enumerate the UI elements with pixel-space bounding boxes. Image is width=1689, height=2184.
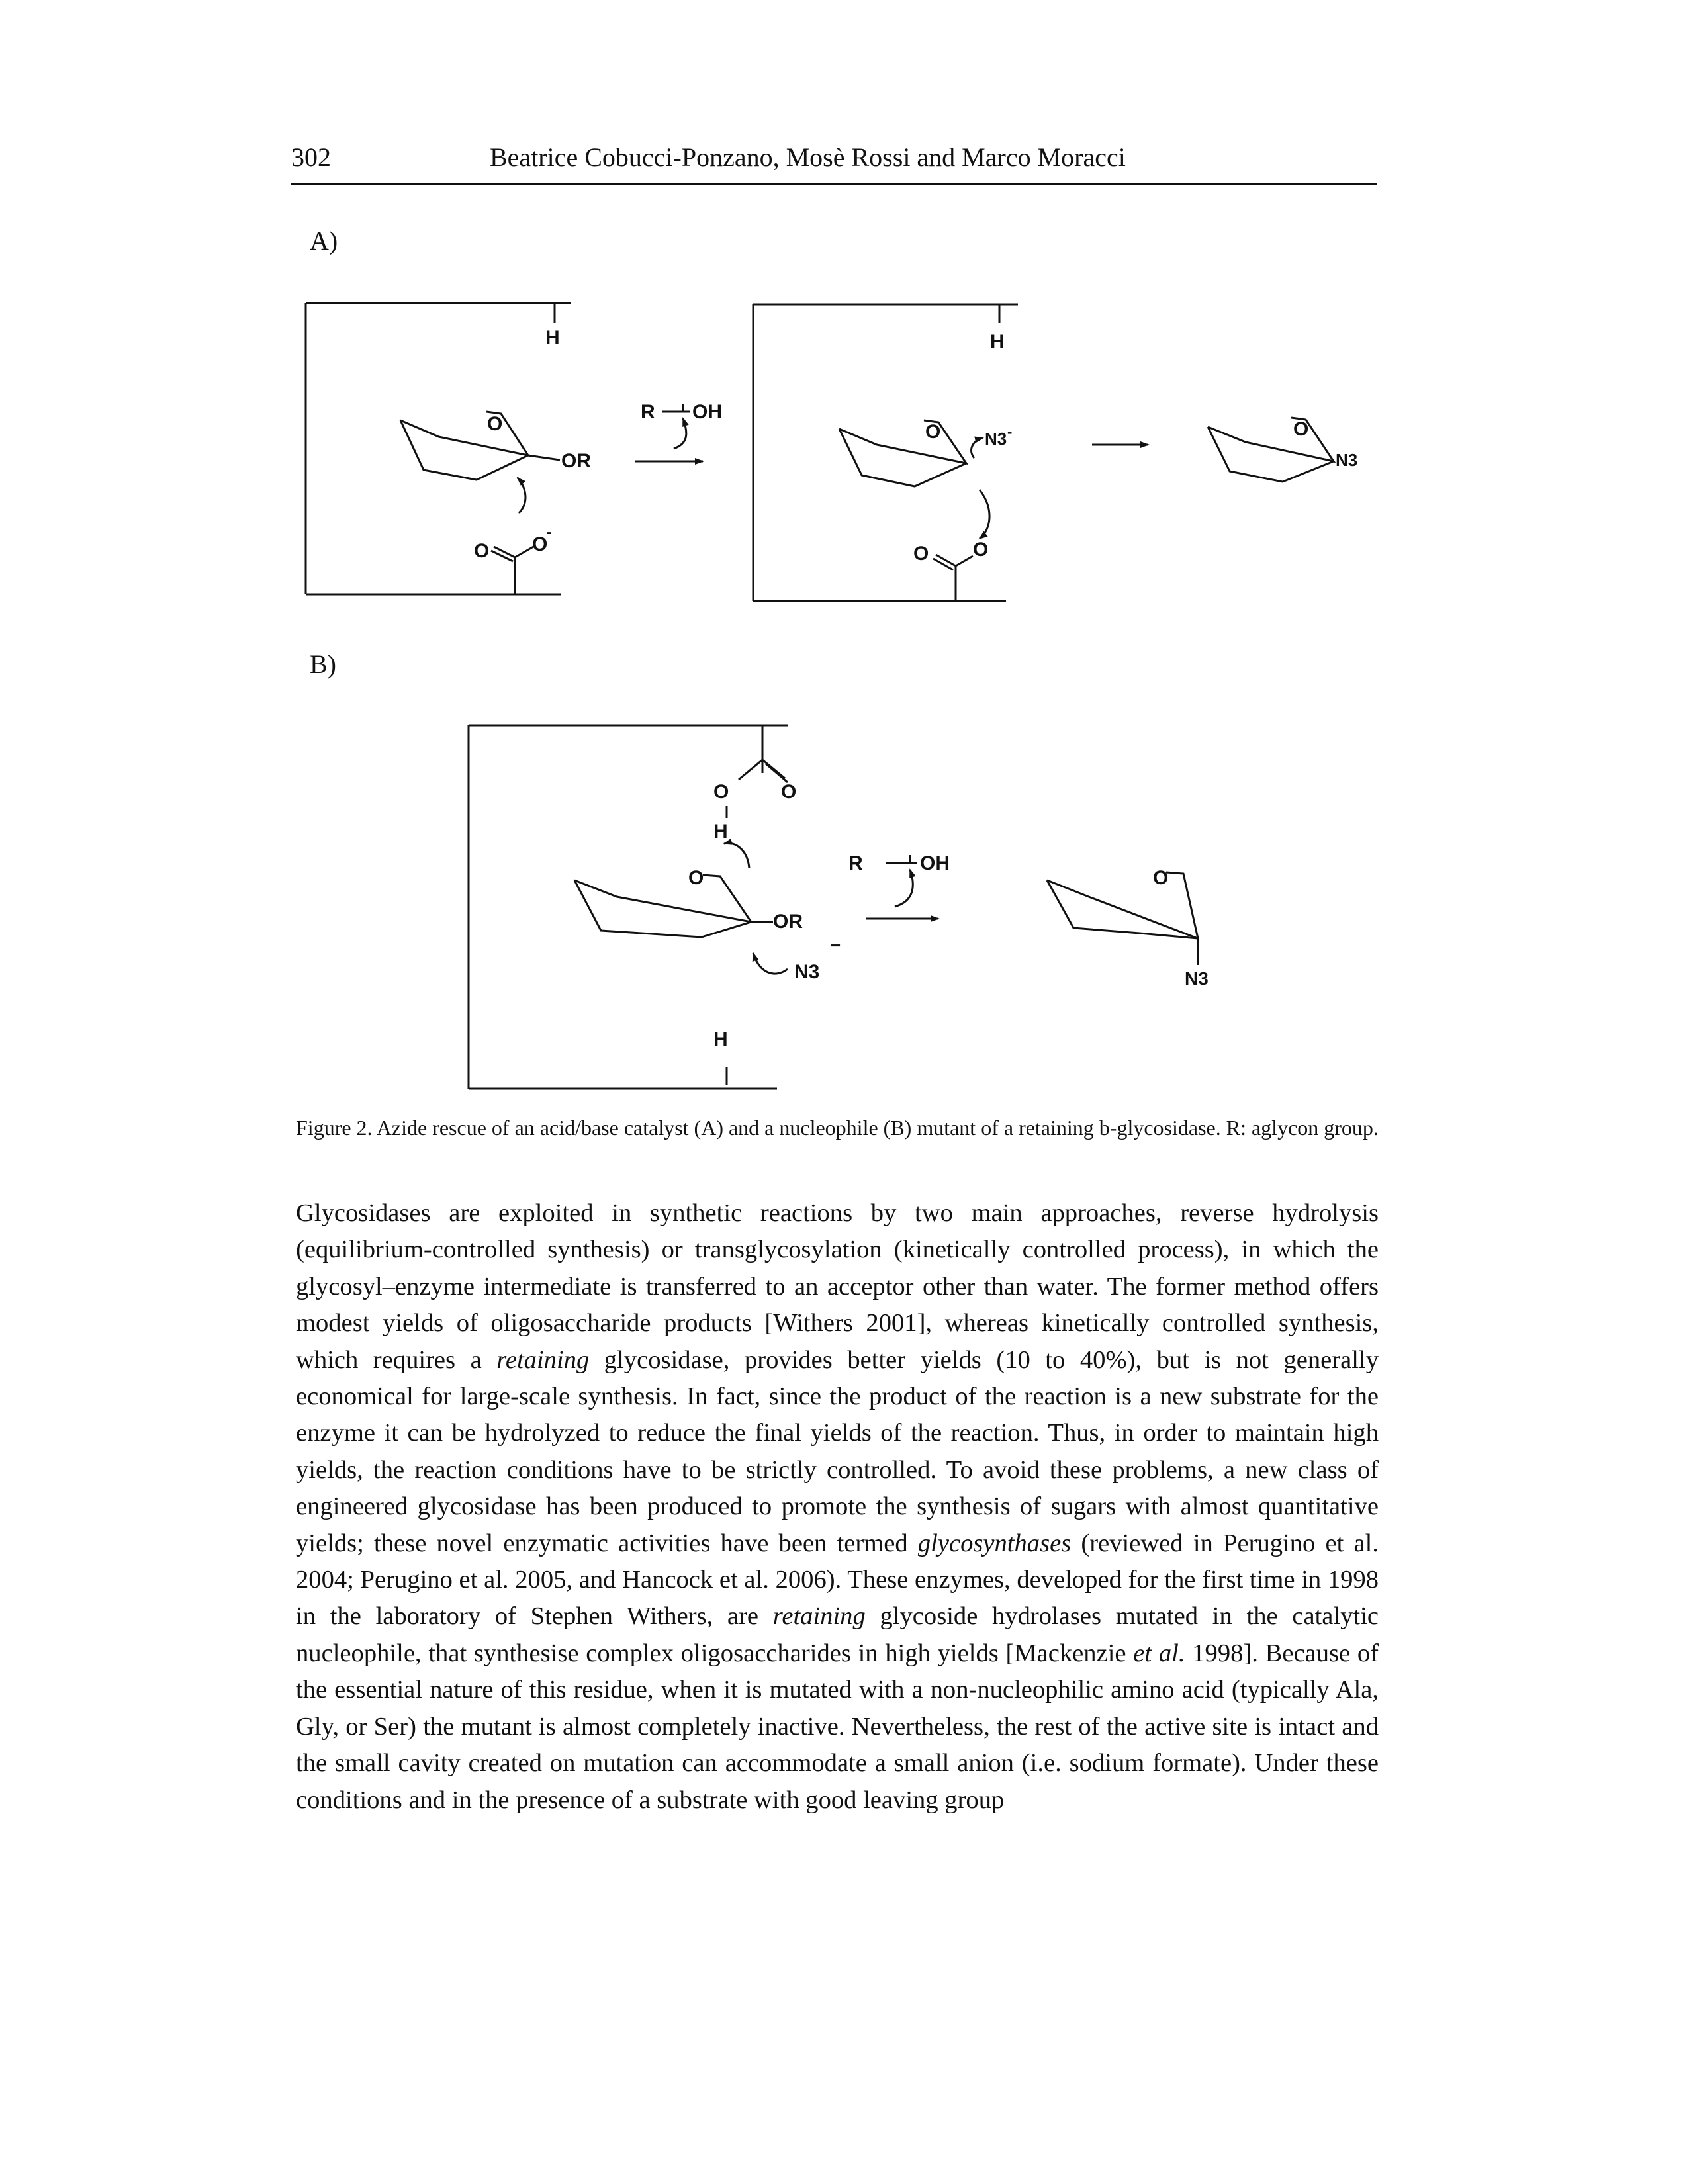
body-text-segment: glycoside hydrolases mutated in the cata… <box>296 1602 1379 1667</box>
page-header: 302 Beatrice Cobucci-Ponzano, Mosè Rossi… <box>291 142 1377 181</box>
panel-a-sugar-ring-1 <box>399 410 561 481</box>
atom-o-b1: O <box>713 781 729 803</box>
body-text-segment: 1998]. Because of the essential nature o… <box>296 1639 1379 1814</box>
reagent-oh-b: OH <box>920 852 950 874</box>
body-paragraph: Glycosidases are exploited in synthetic … <box>296 1195 1379 1819</box>
group-or-a1: OR <box>561 450 591 472</box>
atom-o-a2b: O <box>973 539 988 561</box>
body-italic-retaining: retaining <box>496 1345 590 1374</box>
azide-b: N3 <box>794 961 819 983</box>
body-text-segment: glycosidase, provides better yields (10 … <box>296 1345 1379 1557</box>
atom-h-b1: H <box>713 821 728 842</box>
atom-h-b2: H <box>713 1028 728 1050</box>
atom-o-product-a: O <box>1293 418 1308 440</box>
charge-a2: - <box>1007 424 1012 440</box>
atom-o-product-b: O <box>1153 867 1168 889</box>
atom-o-a2: O <box>925 421 940 443</box>
atom-o-carbonyl-a1: O <box>474 540 489 562</box>
panel-b-carboxylate <box>725 758 788 818</box>
running-head: Beatrice Cobucci-Ponzano, Mosè Rossi and… <box>490 142 1126 172</box>
reagent-oh-a: OH <box>692 401 722 423</box>
panel-b-sugar-ring <box>573 838 788 975</box>
figure-2-schemes: H O OR O O - R OH H O N3 - O O O N3 O O … <box>304 302 1357 1090</box>
azide-product-a: N3 <box>1336 450 1357 470</box>
atom-o-minus-a1: O <box>532 533 547 555</box>
body-text-segment: (reviewed in Perugino et al. 2004; Perug… <box>296 1529 1379 1631</box>
figure-caption: Figure 2. Azide rescue of an acid/base c… <box>296 1116 1379 1140</box>
body-italic-glycosynthases: glycosynthases <box>917 1529 1072 1557</box>
reagent-r-b: R <box>848 852 863 874</box>
panel-b-label: B) <box>310 649 336 679</box>
charge-b: − <box>830 935 841 956</box>
azide-a2: N3 <box>985 429 1007 449</box>
charge-a1: - <box>547 523 552 541</box>
atom-h-a2: H <box>990 331 1005 353</box>
panel-a-enzyme-box-2 <box>752 303 1018 602</box>
panel-b-enzyme-box <box>467 724 788 1090</box>
panel-a-reagent-arrow-1 <box>635 404 704 465</box>
body-italic-retaining: retaining <box>772 1602 866 1631</box>
panel-a-product-ring <box>1207 416 1336 483</box>
panel-b-reagent-arrow <box>866 855 940 922</box>
atom-o-carbonyl-a2: O <box>913 543 929 565</box>
body-italic-et-al: et al. <box>1133 1639 1185 1667</box>
page-number: 302 <box>291 142 331 172</box>
atom-o-a1: O <box>487 413 502 435</box>
header-rule <box>291 183 1377 185</box>
azide-product-b: N3 <box>1185 968 1209 989</box>
panel-a-carboxylate-2 <box>933 553 974 576</box>
atom-o-ring-b: O <box>688 867 704 889</box>
panel-a-sugar-ring-2 <box>838 419 991 540</box>
panel-a-label: A) <box>310 226 338 255</box>
group-or-b: OR <box>773 911 803 933</box>
reagent-r-a: R <box>641 401 655 423</box>
atom-h-a1: H <box>545 327 560 349</box>
panel-b-product-ring <box>1046 871 1200 965</box>
panel-a-enzyme-box-1 <box>304 302 571 596</box>
atom-o-b2: O <box>781 781 796 803</box>
panel-a-carboxylate-1 <box>490 477 534 568</box>
body-text-segment: Glycosidases are exploited in synthetic … <box>296 1199 1379 1374</box>
